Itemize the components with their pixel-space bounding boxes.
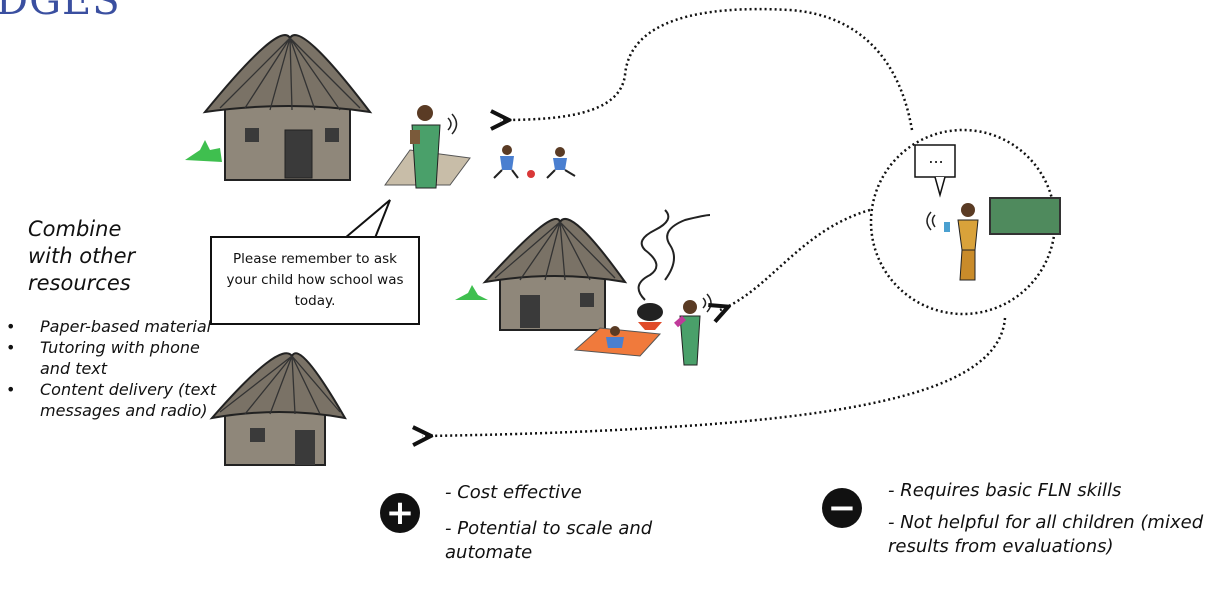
teacher-figure (926, 203, 979, 281)
hut-middle (455, 217, 628, 331)
arrow-to-middle-household (720, 208, 871, 310)
plus-icon: + (380, 493, 420, 533)
cons-item: - Requires basic FLN skills (888, 480, 1122, 501)
speech-bubble-tail (344, 199, 391, 239)
hut-top (185, 34, 373, 181)
arrow-to-top-household (500, 7, 914, 130)
pros-item: - Potential to scale and automate (445, 518, 653, 563)
parent-message-bubble: Please remember to ask your child how sc… (210, 236, 420, 325)
hut-bottom (209, 352, 347, 466)
combine-heading-line: Combine (28, 217, 122, 241)
child-on-mat (573, 326, 662, 357)
pros-item: - Cost effective (445, 482, 582, 503)
blackboard (989, 197, 1061, 235)
resources-list-item: Content delivery (text messages and radi… (6, 379, 221, 421)
arrow-to-bottom-household (422, 317, 1007, 436)
teacher-bubble-text: ... (928, 148, 944, 167)
cons-item: - Not helpful for all children (mixed re… (888, 512, 1204, 557)
parent-message-text: Please remember to ask your child how sc… (226, 251, 404, 309)
children-playing (493, 145, 576, 179)
combine-heading-line: resources (28, 271, 131, 295)
mother-with-phone-middle (674, 293, 712, 366)
cooking-fire (637, 209, 711, 330)
combine-heading: Combine with other resources (28, 216, 135, 297)
page-title-fragment: DGES (0, 0, 121, 24)
resources-list-item: Tutoring with phone and text (6, 337, 221, 379)
pros-list: - Cost effective - Potential to scale an… (445, 481, 745, 565)
combine-heading-line: with other (28, 244, 136, 268)
teacher-speech-bubble (914, 144, 956, 198)
cons-list: - Requires basic FLN skills - Not helpfu… (888, 479, 1223, 559)
resources-list-item: Paper-based material (6, 316, 221, 337)
minus-icon: − (822, 488, 862, 528)
mother-with-phone-top (384, 105, 471, 189)
resources-list: Paper-based material Tutoring with phone… (6, 316, 221, 421)
